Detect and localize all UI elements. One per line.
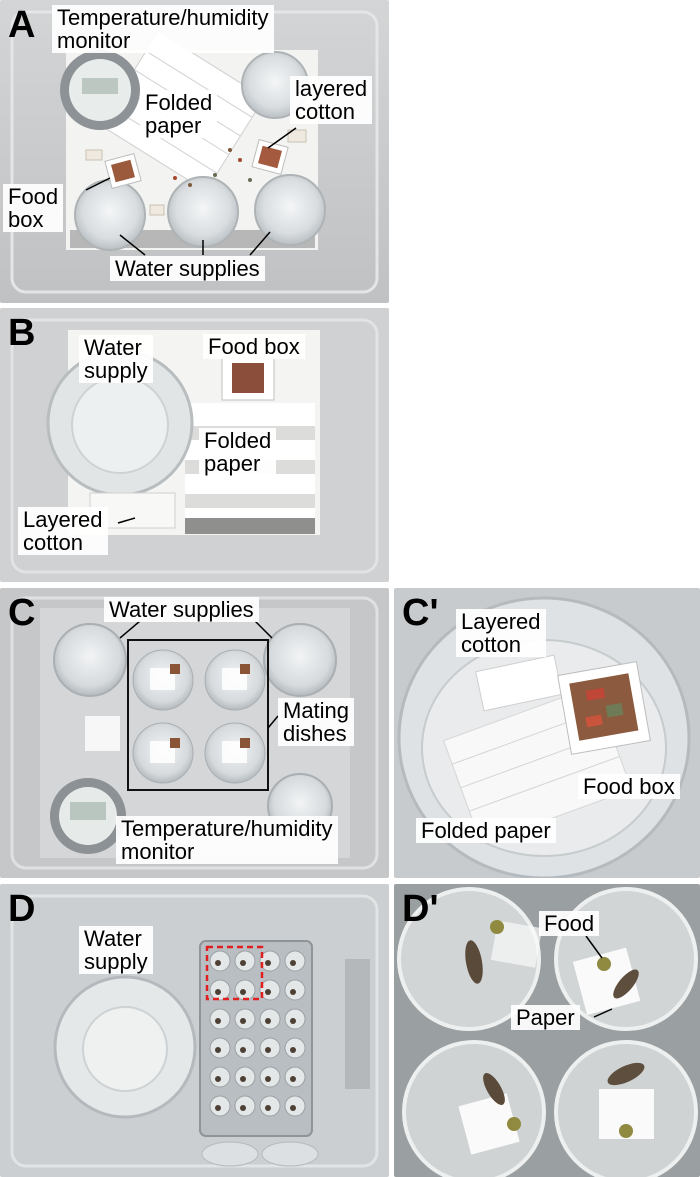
panel-c-prime-letter: C' bbox=[402, 592, 439, 634]
panel-c-prime-layered-cotton-label: Layered cotton bbox=[456, 609, 546, 657]
panel-a-temp-monitor-label: Temperature/humidity monitor bbox=[52, 5, 274, 53]
well-insect bbox=[240, 1047, 246, 1053]
panel-d-water-supply-label: Water supply bbox=[79, 926, 153, 974]
well-insect bbox=[215, 1018, 221, 1024]
panel-b-water-supply-label: Water supply bbox=[79, 335, 153, 383]
well-insect bbox=[290, 1047, 296, 1053]
panel-c-letter: C bbox=[8, 592, 36, 634]
well-insect bbox=[265, 1105, 271, 1111]
panel-a-layered-cotton-label: layered cotton bbox=[290, 76, 373, 124]
well-insect bbox=[240, 960, 246, 966]
panel-c-temp-monitor-label: Temperature/humidity monitor bbox=[116, 816, 338, 864]
panel-d-letter: D bbox=[8, 888, 36, 930]
well-insect bbox=[265, 1018, 271, 1024]
panel-c-water-supplies-label: Water supplies bbox=[104, 597, 259, 622]
panel-d: D Water supply bbox=[0, 884, 389, 1177]
panel-a-water-supplies-label: Water supplies bbox=[110, 256, 265, 281]
panel-d-photo bbox=[0, 884, 389, 1177]
panel-d-prime-letter: D' bbox=[402, 888, 439, 930]
panel-b: B Water supply Food box Folded paper Lay… bbox=[0, 308, 389, 582]
panel-b-food-box-label: Food box bbox=[203, 334, 305, 359]
panel-a-folded-paper-label: Folded paper bbox=[140, 90, 218, 138]
well-insect bbox=[290, 1018, 296, 1024]
well-insect bbox=[215, 1105, 221, 1111]
panel-c-prime-photo bbox=[394, 588, 700, 878]
well-insect bbox=[265, 989, 271, 995]
well-plate-wells bbox=[209, 950, 306, 1117]
panel-c-prime-food-box-label: Food box bbox=[578, 774, 680, 799]
panel-d-prime-paper-label: Paper bbox=[511, 1005, 580, 1030]
well-insect bbox=[240, 1105, 246, 1111]
well-insect bbox=[265, 1076, 271, 1082]
well-insect bbox=[240, 989, 246, 995]
panel-a-food-box-label: Food box bbox=[3, 184, 64, 232]
panel-c: C Water supplies Mating dishes Temperatu… bbox=[0, 588, 389, 878]
panel-b-letter: B bbox=[8, 312, 36, 354]
well-insect bbox=[215, 989, 221, 995]
well-insect bbox=[290, 960, 296, 966]
panel-b-folded-paper-label: Folded paper bbox=[199, 428, 277, 476]
panel-c-mating-dishes-label: Mating dishes bbox=[278, 698, 355, 746]
well-insect bbox=[290, 1076, 296, 1082]
well-insect bbox=[290, 989, 296, 995]
well-insect bbox=[215, 960, 221, 966]
panel-d-prime: D' Food Paper bbox=[394, 884, 700, 1177]
well-insect bbox=[265, 1047, 271, 1053]
panel-c-prime: C' Layered cotton Food box Folded paper bbox=[394, 588, 700, 878]
well-insect bbox=[265, 960, 271, 966]
well-insect bbox=[240, 1018, 246, 1024]
well-insect bbox=[290, 1105, 296, 1111]
panel-b-layered-cotton-label: Layered cotton bbox=[18, 507, 108, 555]
panel-a-letter: A bbox=[8, 4, 36, 46]
panel-a: A Temperature/humidity monitor Folded pa… bbox=[0, 0, 389, 303]
well-insect bbox=[240, 1076, 246, 1082]
well-insect bbox=[215, 1076, 221, 1082]
panel-c-prime-folded-paper-label: Folded paper bbox=[416, 818, 556, 843]
panel-d-prime-food-label: Food bbox=[539, 911, 600, 936]
well-insect bbox=[215, 1047, 221, 1053]
